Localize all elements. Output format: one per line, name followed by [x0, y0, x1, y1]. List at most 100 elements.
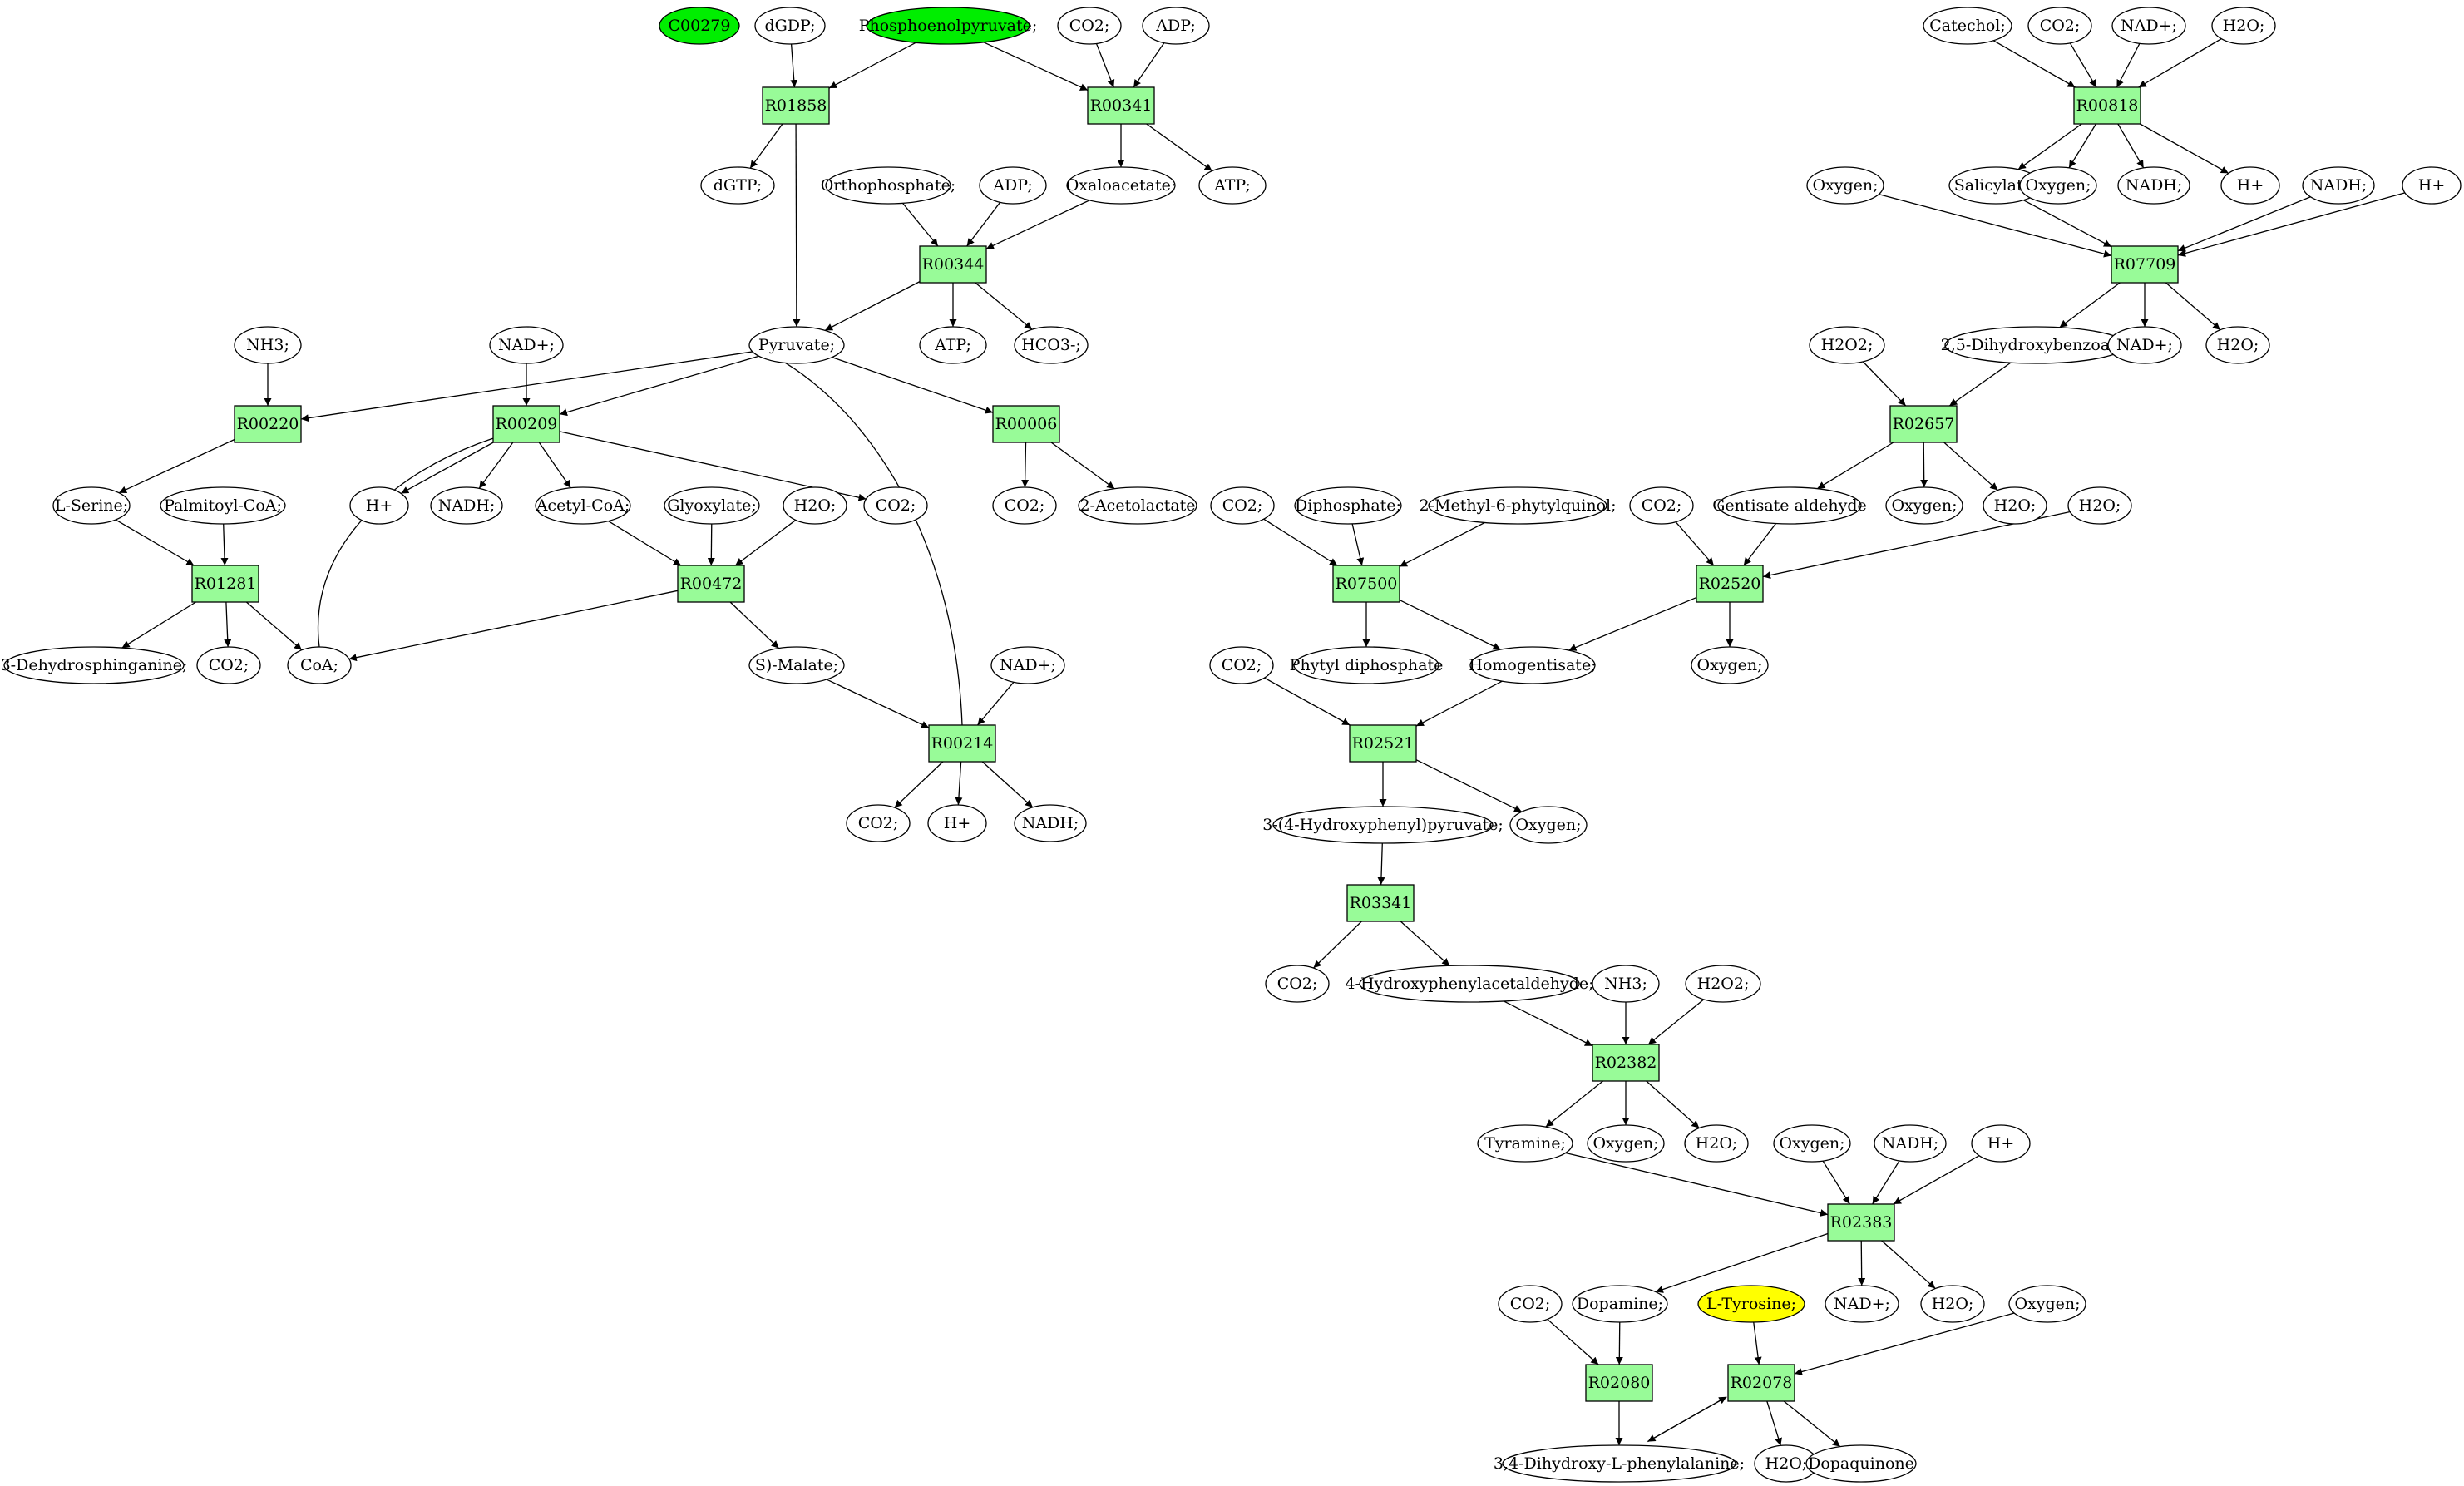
compound-node-catechol[interactable]: Catechol;	[1923, 7, 2012, 45]
compound-node-dgtp[interactable]: dGTP;	[700, 166, 775, 205]
compound-node-lserine[interactable]: L-Serine;	[52, 486, 131, 525]
compound-node-h2o-g[interactable]: H2O;	[1920, 1285, 1985, 1323]
reaction-node-r02383[interactable]: R02383	[1827, 1203, 1895, 1242]
compound-node-co2-g[interactable]: CO2;	[1210, 486, 1275, 525]
compound-node-oxygen-f[interactable]: Oxygen;	[1587, 1124, 1665, 1163]
compound-node-h2o-c[interactable]: H2O;	[2205, 326, 2270, 364]
compound-node-pyruvate[interactable]: Pyruvate;	[748, 326, 845, 364]
reaction-node-r00344[interactable]: R00344	[919, 245, 987, 284]
compound-node-c00279[interactable]: C00279	[659, 7, 740, 45]
compound-node-h2o-e[interactable]: H2O;	[2067, 486, 2132, 525]
compound-node-oxygen-e[interactable]: Oxygen;	[1509, 806, 1588, 844]
compound-node-oxygen-h[interactable]: Oxygen;	[2008, 1285, 2086, 1323]
compound-node-hydroxyphenylacetaldehyde[interactable]: 4-Hydroxyphenylacetaldehyde;	[1345, 965, 1594, 1003]
reaction-node-r01858[interactable]: R01858	[762, 86, 830, 125]
compound-node-nh3-b[interactable]: NH3;	[1592, 965, 1660, 1003]
reaction-node-r07709[interactable]: R07709	[2111, 245, 2179, 284]
reaction-node-r00006[interactable]: R00006	[992, 405, 1060, 443]
compound-node-ltyrosine[interactable]: L-Tyrosine;	[1697, 1285, 1805, 1323]
compound-node-h2o2-a[interactable]: H2O2;	[1809, 326, 1885, 364]
compound-node-hplus-a[interactable]: H+	[349, 486, 409, 525]
compound-node-atp-a[interactable]: ATP;	[1198, 166, 1267, 205]
compound-node-adp-b[interactable]: ADP;	[979, 166, 1047, 205]
compound-node-acetolactate[interactable]: 2-Acetolactate	[1078, 486, 1197, 525]
reaction-node-r07500[interactable]: R07500	[1332, 565, 1400, 603]
compound-node-hydroxyphenylpyruvate[interactable]: 3-(4-Hydroxyphenyl)pyruvate;	[1262, 806, 1504, 844]
reaction-node-r02382[interactable]: R02382	[1592, 1044, 1660, 1082]
compound-node-oxygen-d[interactable]: Oxygen;	[1691, 646, 1769, 684]
compound-node-oxygen-b[interactable]: Oxygen;	[2019, 166, 2097, 205]
compound-node-dopamine[interactable]: Dopamine;	[1572, 1285, 1668, 1323]
compound-node-nadp-a[interactable]: NAD+;	[489, 326, 564, 364]
compound-node-co2-e[interactable]: CO2;	[846, 804, 911, 842]
compound-node-palmitoylcoa[interactable]: Palmitoyl-CoA;	[160, 486, 286, 525]
compound-node-dgdp[interactable]: dGDP;	[754, 7, 826, 45]
compound-node-nadp-c[interactable]: NAD+;	[2111, 7, 2186, 45]
compound-node-adp-a[interactable]: ADP;	[1142, 7, 1210, 45]
compound-node-h2o-f[interactable]: H2O;	[1684, 1124, 1749, 1163]
compound-node-homogentisate[interactable]: Homogentisate;	[1469, 646, 1597, 684]
compound-node-co2-d[interactable]: CO2;	[196, 646, 261, 684]
reaction-node-r02657[interactable]: R02657	[1889, 405, 1958, 443]
compound-node-methylphytylquinol[interactable]: 2-Methyl-6-phytylquinol;	[1419, 486, 1617, 525]
compound-node-atp-b[interactable]: ATP;	[919, 326, 987, 364]
reaction-node-r02080[interactable]: R02080	[1585, 1364, 1653, 1402]
reaction-node-r00341[interactable]: R00341	[1087, 86, 1155, 125]
compound-node-dopa[interactable]: 3,4-Dihydroxy-L-phenylalanine;	[1494, 1444, 1745, 1483]
compound-node-oxaloacetate[interactable]: Oxaloacetate;	[1066, 166, 1177, 205]
compound-node-nadh-d[interactable]: NADH;	[2302, 166, 2375, 205]
compound-node-nadh-c[interactable]: NADH;	[2117, 166, 2190, 205]
compound-node-nadp-b[interactable]: NAD+;	[990, 646, 1065, 684]
reaction-node-r00209[interactable]: R00209	[492, 405, 560, 443]
compound-node-orthophosphate[interactable]: Orthophosphate;	[821, 166, 956, 205]
reaction-node-r02078[interactable]: R02078	[1727, 1364, 1795, 1402]
compound-node-tyramine[interactable]: Tyramine;	[1477, 1124, 1573, 1163]
compound-node-salicylate[interactable]: Salicylate;	[1948, 166, 2043, 205]
reaction-node-r02521[interactable]: R02521	[1349, 724, 1417, 763]
compound-node-co2-c[interactable]: CO2;	[992, 486, 1057, 525]
compound-node-coa[interactable]: CoA;	[287, 646, 352, 684]
compound-node-nadp-e[interactable]: NAD+;	[1825, 1285, 1899, 1323]
compound-node-h2o-b[interactable]: H2O;	[2211, 7, 2276, 45]
compound-node-pep[interactable]: Phosphoenolpyruvate;	[859, 7, 1038, 45]
reaction-node-r01281[interactable]: R01281	[191, 565, 259, 603]
compound-node-oxygen-g[interactable]: Oxygen;	[1773, 1124, 1851, 1163]
compound-node-gentisatealdehyde[interactable]: Gentisate aldehyde	[1712, 486, 1867, 525]
compound-node-co2-h[interactable]: CO2;	[1629, 486, 1694, 525]
compound-node-glyoxylate[interactable]: Glyoxylate;	[664, 486, 760, 525]
compound-node-hplus-b[interactable]: H+	[927, 804, 987, 842]
compound-node-h2o-d[interactable]: H2O;	[1983, 486, 2047, 525]
compound-node-hplus-e[interactable]: H+	[1971, 1124, 2031, 1163]
compound-node-co2-b[interactable]: CO2;	[863, 486, 928, 525]
compound-node-dihydroxybenzoate[interactable]: 2,5-Dihydroxybenzoate;	[1941, 326, 2131, 364]
compound-node-co2-j[interactable]: CO2;	[1265, 965, 1330, 1003]
compound-node-h2o-h[interactable]: H2O;	[1754, 1444, 1819, 1483]
reaction-node-r00818[interactable]: R00818	[2073, 86, 2141, 125]
compound-node-h2o-a[interactable]: H2O;	[783, 486, 847, 525]
compound-node-co2-i[interactable]: CO2;	[1209, 646, 1274, 684]
reaction-node-r00472[interactable]: R00472	[677, 565, 745, 603]
compound-node-co2-k[interactable]: CO2;	[1498, 1285, 1563, 1323]
compound-node-dopaquinone[interactable]: Dopaquinone	[1805, 1444, 1917, 1483]
reaction-node-r00214[interactable]: R00214	[928, 724, 996, 763]
compound-node-dehydrosphinganine[interactable]: 3-Dehydrosphinganine;	[1, 646, 188, 684]
compound-node-co2-a[interactable]: CO2;	[1057, 7, 1122, 45]
compound-node-co2-f[interactable]: CO2;	[2027, 7, 2092, 45]
compound-node-oxygen-c[interactable]: Oxygen;	[1885, 486, 1963, 525]
compound-node-hplus-c[interactable]: H+	[2220, 166, 2280, 205]
compound-node-phytyldiphosphate[interactable]: Phytyl diphosphate	[1290, 646, 1444, 684]
compound-node-smalate[interactable]: S)-Malate;	[748, 646, 845, 684]
compound-node-nadp-d[interactable]: NAD+;	[2107, 326, 2182, 364]
compound-node-hco3[interactable]: HCO3-;	[1014, 326, 1089, 364]
compound-node-nadh-e[interactable]: NADH;	[1874, 1124, 1947, 1163]
reaction-node-r03341[interactable]: R03341	[1346, 884, 1415, 922]
compound-node-nh3-a[interactable]: NH3;	[234, 326, 302, 364]
compound-node-nadh-a[interactable]: NADH;	[430, 486, 503, 525]
compound-node-diphosphate[interactable]: Diphosphate;	[1294, 486, 1402, 525]
reaction-node-r00220[interactable]: R00220	[234, 405, 302, 443]
compound-node-acetylcoa[interactable]: Acetyl-CoA;	[535, 486, 631, 525]
compound-node-h2o2-b[interactable]: H2O2;	[1685, 965, 1761, 1003]
compound-node-nadh-b[interactable]: NADH;	[1014, 804, 1087, 842]
compound-node-oxygen-a[interactable]: Oxygen;	[1806, 166, 1884, 205]
compound-node-hplus-d[interactable]: H+	[2402, 166, 2462, 205]
